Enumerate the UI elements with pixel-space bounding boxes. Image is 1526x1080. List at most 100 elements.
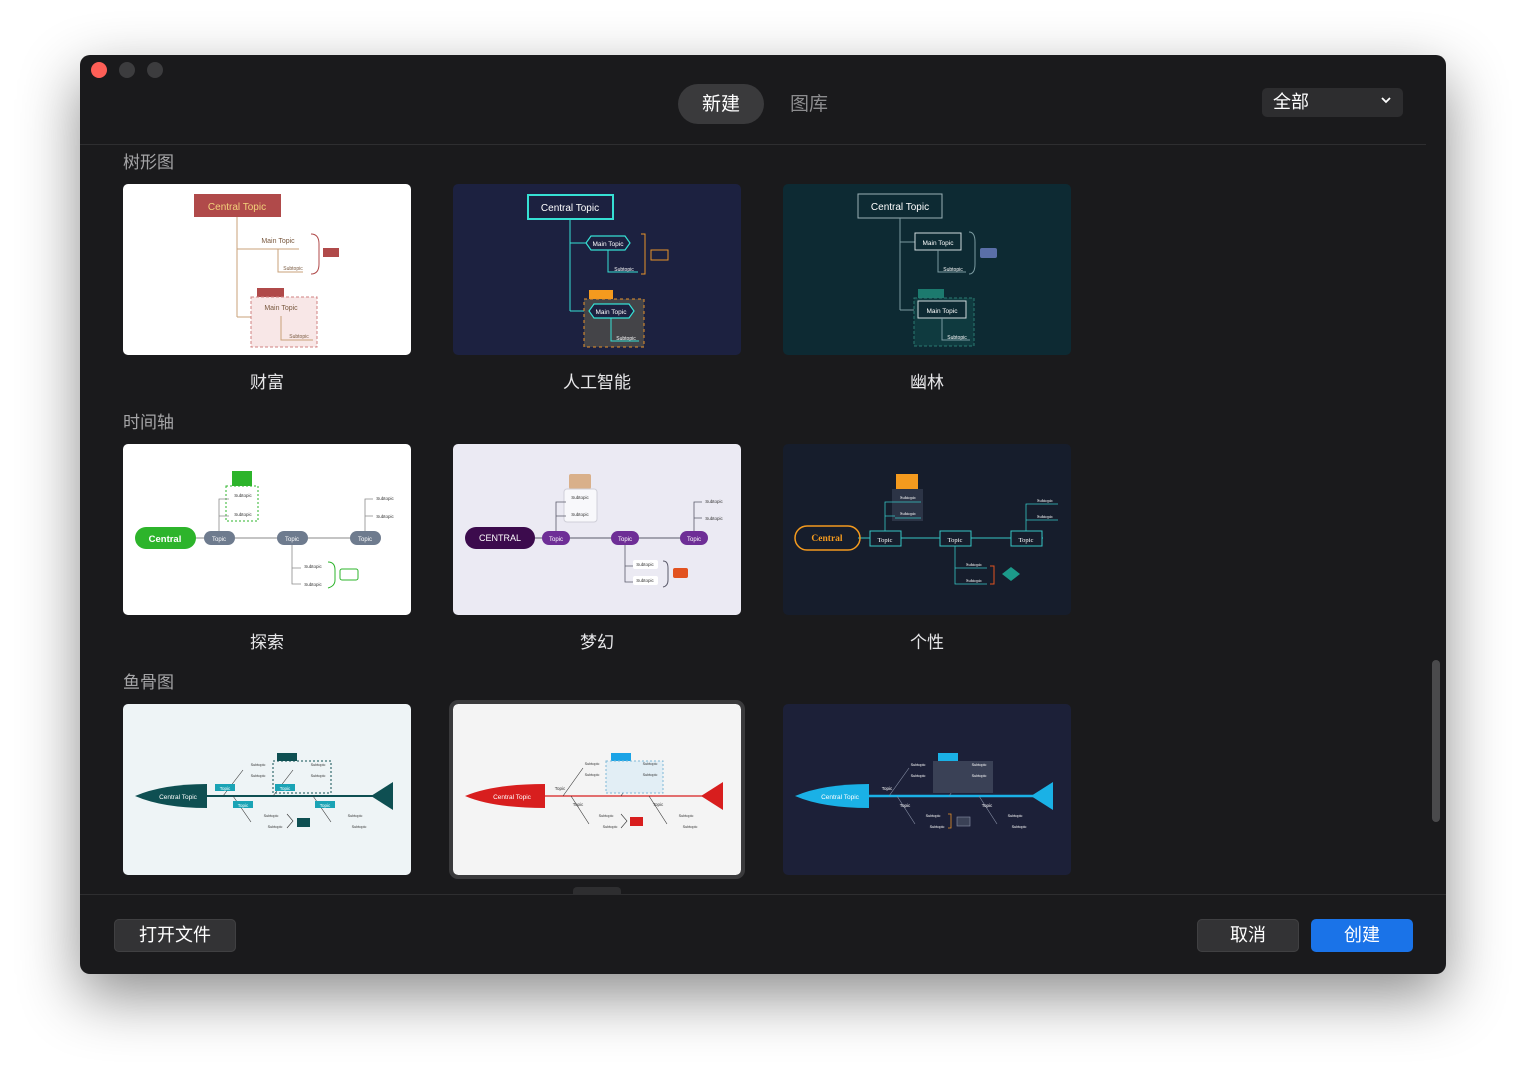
fishbone-teal-sub-3: Subtopic <box>311 763 326 767</box>
dream-topic-2: Topic <box>618 537 632 543</box>
personal-sub-1: Subtopic <box>900 495 916 500</box>
template-card-personal[interactable]: Central Topic Topic Topic Subtopic Subto… <box>783 444 1071 615</box>
footer-divider <box>80 894 1446 895</box>
ai-thumbnail: Central Topic Main Topic Subtopic Main T… <box>527 194 669 348</box>
wealth-thumbnail: Central Topic Main Topic Subtopic Main T… <box>194 194 339 348</box>
fishbone-blue-topic-4: Topic <box>982 803 993 808</box>
template-name-dream: 梦幻 <box>580 633 614 653</box>
fishbone-red-sub-8: Subtopic <box>683 825 698 829</box>
template-card-forest[interactable]: Central Topic Main Topic Subtopic Main T… <box>783 184 1071 355</box>
tab-new[interactable]: 新建 <box>678 84 765 124</box>
forest-main-topic-2: Main Topic <box>927 308 959 315</box>
gallery-scrollbar-thumb[interactable] <box>1432 660 1440 822</box>
fishbone-blue-sub-7: Subtopic <box>1008 814 1023 818</box>
fishbone-red-central: Central Topic <box>493 794 532 801</box>
create-button[interactable]: 创建 <box>1311 919 1413 952</box>
wealth-main-topic-2: Main Topic <box>264 305 298 312</box>
explore-thumbnail: Central Topic Topic Topic Subtopic Subto… <box>135 471 395 589</box>
mode-tabs: 新建 图库 <box>678 84 834 124</box>
fishbone-red-topic-3: Topic <box>573 802 584 807</box>
dream-sub-1: Subtopic <box>571 495 589 500</box>
personal-topic-1: Topic <box>878 537 893 544</box>
fishbone-red-sub-3: Subtopic <box>643 762 658 766</box>
explore-central: Central <box>149 534 182 545</box>
forest-thumbnail: Central Topic Main Topic Subtopic Main T… <box>857 193 997 347</box>
fishbone-blue-sub-6: Subtopic <box>930 825 945 829</box>
fishbone-red-sub-5: Subtopic <box>599 814 614 818</box>
wealth-main-topic-1: Main Topic <box>261 238 295 245</box>
personal-central: Central <box>811 534 842 544</box>
fishbone-teal-sub-2: Subtopic <box>251 774 266 778</box>
section-title-timeline: 时间轴 <box>123 413 174 433</box>
ai-subtopic-1: Subtopic <box>614 267 634 273</box>
forest-subtopic-1: Subtopic <box>943 267 963 273</box>
close-window-button[interactable] <box>91 62 107 78</box>
section-title-fishbone: 鱼骨图 <box>123 673 174 693</box>
wealth-subtopic-2: Subtopic <box>289 334 309 340</box>
fishbone-red-sub-7: Subtopic <box>679 814 694 818</box>
ai-main-topic-1: Main Topic <box>593 241 625 248</box>
template-card-fishbone-blue[interactable]: Central Topic Topic Topic Topic Topic Su… <box>783 704 1071 875</box>
explore-topic-2: Topic <box>285 537 299 543</box>
template-card-ai[interactable]: Central Topic Main Topic Subtopic Main T… <box>453 184 741 355</box>
section-title-tree: 树形图 <box>123 153 174 173</box>
explore-topic-3: Topic <box>358 537 372 543</box>
fishbone-blue-sub-1: Subtopic <box>911 763 926 767</box>
ai-central-topic: Central Topic <box>541 203 599 214</box>
template-card-wealth[interactable]: Central Topic Main Topic Subtopic Main T… <box>123 184 411 355</box>
fishbone-blue-central: Central Topic <box>821 794 860 801</box>
fishbone-teal-sub-7: Subtopic <box>348 814 363 818</box>
fishbone-teal-topic-2: Topic <box>280 786 291 791</box>
ai-main-topic-2: Main Topic <box>596 309 628 316</box>
template-card-fishbone-teal[interactable]: Central Topic Topic Topic Topic Topic Su… <box>123 704 411 875</box>
template-name-wealth: 财富 <box>250 373 284 393</box>
fishbone-blue-sub-2: Subtopic <box>911 774 926 778</box>
explore-sub-3: Subtopic <box>376 496 394 501</box>
fishbone-red-sub-1: Subtopic <box>585 762 600 766</box>
dream-sub-6: Subtopic <box>636 578 654 583</box>
fishbone-teal-central: Central Topic <box>159 794 198 801</box>
cancel-button[interactable]: 取消 <box>1197 919 1299 952</box>
minimize-window-button[interactable] <box>119 62 135 78</box>
explore-sub-1: Subtopic <box>234 493 252 498</box>
open-file-button[interactable]: 打开文件 <box>114 919 236 952</box>
dream-sub-5: Subtopic <box>636 562 654 567</box>
explore-sub-6: Subtopic <box>304 582 322 587</box>
personal-sub-2: Subtopic <box>900 511 916 516</box>
dream-thumbnail: CENTRAL Topic Topic Topic Subtopic Subto… <box>465 474 724 588</box>
template-card-explore[interactable]: Central Topic Topic Topic Subtopic Subto… <box>123 444 411 615</box>
header-divider <box>80 144 1426 145</box>
template-card-fishbone-red[interactable]: Central Topic Topic Topic Topic Topic Su… <box>449 700 745 879</box>
fishbone-blue-thumbnail: Central Topic Topic Topic Topic Topic Su… <box>795 753 1053 829</box>
template-name-ai: 人工智能 <box>563 373 631 393</box>
dream-sub-3: Subtopic <box>705 499 723 504</box>
category-filter-select[interactable]: 全部 <box>1262 88 1403 117</box>
personal-topic-3: Topic <box>1019 537 1034 544</box>
personal-sub-4: Subtopic <box>1037 514 1053 519</box>
fishbone-red-topic-1: Topic <box>555 786 566 791</box>
fishbone-blue-sub-3: Subtopic <box>972 763 987 767</box>
dream-sub-2: Subtopic <box>571 512 589 517</box>
fishbone-red-sub-2: Subtopic <box>585 773 600 777</box>
fishbone-teal-sub-4: Subtopic <box>311 774 326 778</box>
dream-sub-4: Subtopic <box>705 516 723 521</box>
explore-sub-4: Subtopic <box>376 514 394 519</box>
personal-thumbnail: Central Topic Topic Topic Subtopic Subto… <box>794 474 1058 585</box>
template-gallery: 树形图 Central Topic Main Topic Subtopic Ma… <box>80 145 1426 894</box>
dream-central: CENTRAL <box>479 533 521 543</box>
maximize-window-button[interactable] <box>147 62 163 78</box>
explore-sub-5: Subtopic <box>304 564 322 569</box>
forest-central-topic: Central Topic <box>871 202 929 213</box>
template-name-personal: 个性 <box>910 633 944 653</box>
explore-topic-1: Topic <box>212 537 226 543</box>
forest-subtopic-2: Subtopic <box>947 335 967 341</box>
chevron-down-icon <box>1381 97 1391 104</box>
personal-sub-6: Subtopic <box>966 578 982 583</box>
template-card-dream[interactable]: CENTRAL Topic Topic Topic Subtopic Subto… <box>453 444 741 615</box>
fishbone-teal-sub-8: Subtopic <box>352 825 367 829</box>
dream-topic-3: Topic <box>687 537 701 543</box>
tab-library[interactable]: 图库 <box>790 93 829 115</box>
explore-sub-2: Subtopic <box>234 512 252 517</box>
template-dialog: 新建 图库 全部 树形图 Central Topic Main Topic Su… <box>80 55 1446 974</box>
fishbone-teal-sub-1: Subtopic <box>251 763 266 767</box>
